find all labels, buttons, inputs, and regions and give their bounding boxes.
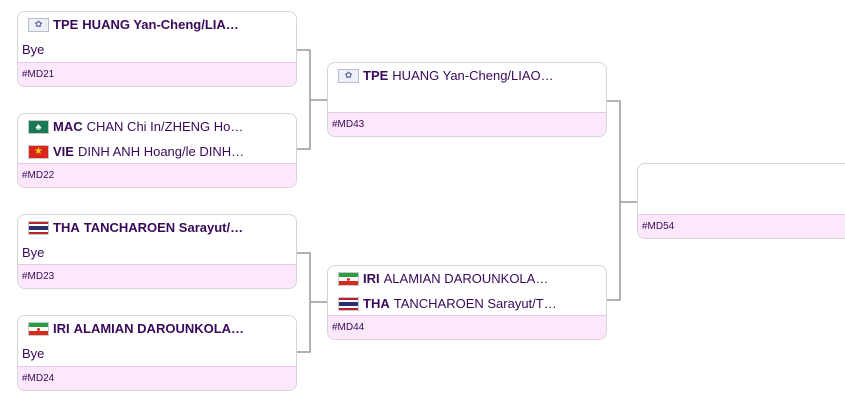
match-id: #MD24 — [18, 366, 296, 390]
match-id: #MD21 — [18, 62, 296, 86]
player-name: TANCHAROEN Sarayut/… — [83, 220, 244, 235]
country-code: TPE — [363, 68, 389, 83]
player-row[interactable]: ✿ TPE HUANG Yan-Cheng/LIAO… — [328, 63, 606, 88]
player-row: Bye — [18, 341, 296, 366]
country-code: TPE — [53, 17, 79, 32]
player-name: HUANG Yan-Cheng/LIA… — [82, 17, 239, 32]
tha-flag-icon — [338, 296, 359, 311]
player-row-empty — [638, 164, 845, 189]
country-code: VIE — [53, 144, 74, 159]
player-name: ALAMIAN DAROUNKOLA… — [73, 321, 245, 336]
tha-flag-icon — [28, 220, 49, 235]
player-name: ALAMIAN DAROUNKOLA… — [383, 271, 549, 286]
player-row: Bye — [18, 240, 296, 265]
match-card-md43[interactable]: ✿ TPE HUANG Yan-Cheng/LIAO… #MD43 — [327, 62, 607, 137]
mac-flag-icon: ♣ — [28, 119, 49, 134]
match-card-md22[interactable]: ♣ MAC CHAN Chi In/ZHENG Ho… ★ VIE DINH A… — [17, 113, 297, 188]
player-row[interactable]: THA TANCHAROEN Sarayut/… — [18, 215, 296, 240]
player-row[interactable]: ✿ TPE HUANG Yan-Cheng/LIA… — [18, 12, 296, 37]
connector-md23-md24 — [296, 252, 311, 353]
player-row: Bye — [18, 37, 296, 62]
vie-flag-icon: ★ — [28, 144, 49, 159]
country-code: THA — [363, 296, 390, 311]
player-row[interactable]: IRI ALAMIAN DAROUNKOLA… — [328, 266, 606, 291]
match-id: #MD23 — [18, 264, 296, 288]
tpe-flag-icon: ✿ — [338, 68, 359, 83]
player-row-empty — [328, 88, 606, 113]
connector-md21-md22 — [296, 49, 311, 150]
match-card-md54[interactable]: #MD54 — [637, 163, 845, 239]
bye-label: Bye — [22, 245, 45, 260]
match-card-md23[interactable]: THA TANCHAROEN Sarayut/… Bye #MD23 — [17, 214, 297, 289]
player-name: TANCHAROEN Sarayut/T… — [393, 296, 557, 311]
player-name: CHAN Chi In/ZHENG Ho… — [86, 119, 244, 134]
match-card-md21[interactable]: ✿ TPE HUANG Yan-Cheng/LIA… Bye #MD21 — [17, 11, 297, 87]
match-id: #MD43 — [328, 112, 606, 136]
country-code: IRI — [363, 271, 380, 286]
player-row[interactable]: THA TANCHAROEN Sarayut/T… — [328, 291, 606, 316]
match-id: #MD54 — [638, 214, 845, 238]
country-code: IRI — [53, 321, 70, 336]
match-id: #MD44 — [328, 315, 606, 339]
iri-flag-icon — [338, 271, 359, 286]
match-card-md24[interactable]: IRI ALAMIAN DAROUNKOLA… Bye #MD24 — [17, 315, 297, 391]
connector-md43-md44 — [606, 100, 621, 301]
country-code: MAC — [53, 119, 83, 134]
player-name: DINH ANH Hoang/le DINH… — [77, 144, 245, 159]
player-row-empty — [638, 189, 845, 214]
bye-label: Bye — [22, 42, 45, 57]
tpe-flag-icon: ✿ — [28, 17, 49, 32]
player-row[interactable]: ♣ MAC CHAN Chi In/ZHENG Ho… — [18, 114, 296, 139]
country-code: THA — [53, 220, 80, 235]
match-id: #MD22 — [18, 163, 296, 187]
match-card-md44[interactable]: IRI ALAMIAN DAROUNKOLA… THA TANCHAROEN S… — [327, 265, 607, 340]
player-row[interactable]: ★ VIE DINH ANH Hoang/le DINH… — [18, 139, 296, 164]
bye-label: Bye — [22, 346, 45, 361]
player-name: HUANG Yan-Cheng/LIAO… — [392, 68, 554, 83]
player-row[interactable]: IRI ALAMIAN DAROUNKOLA… — [18, 316, 296, 341]
iri-flag-icon — [28, 321, 49, 336]
